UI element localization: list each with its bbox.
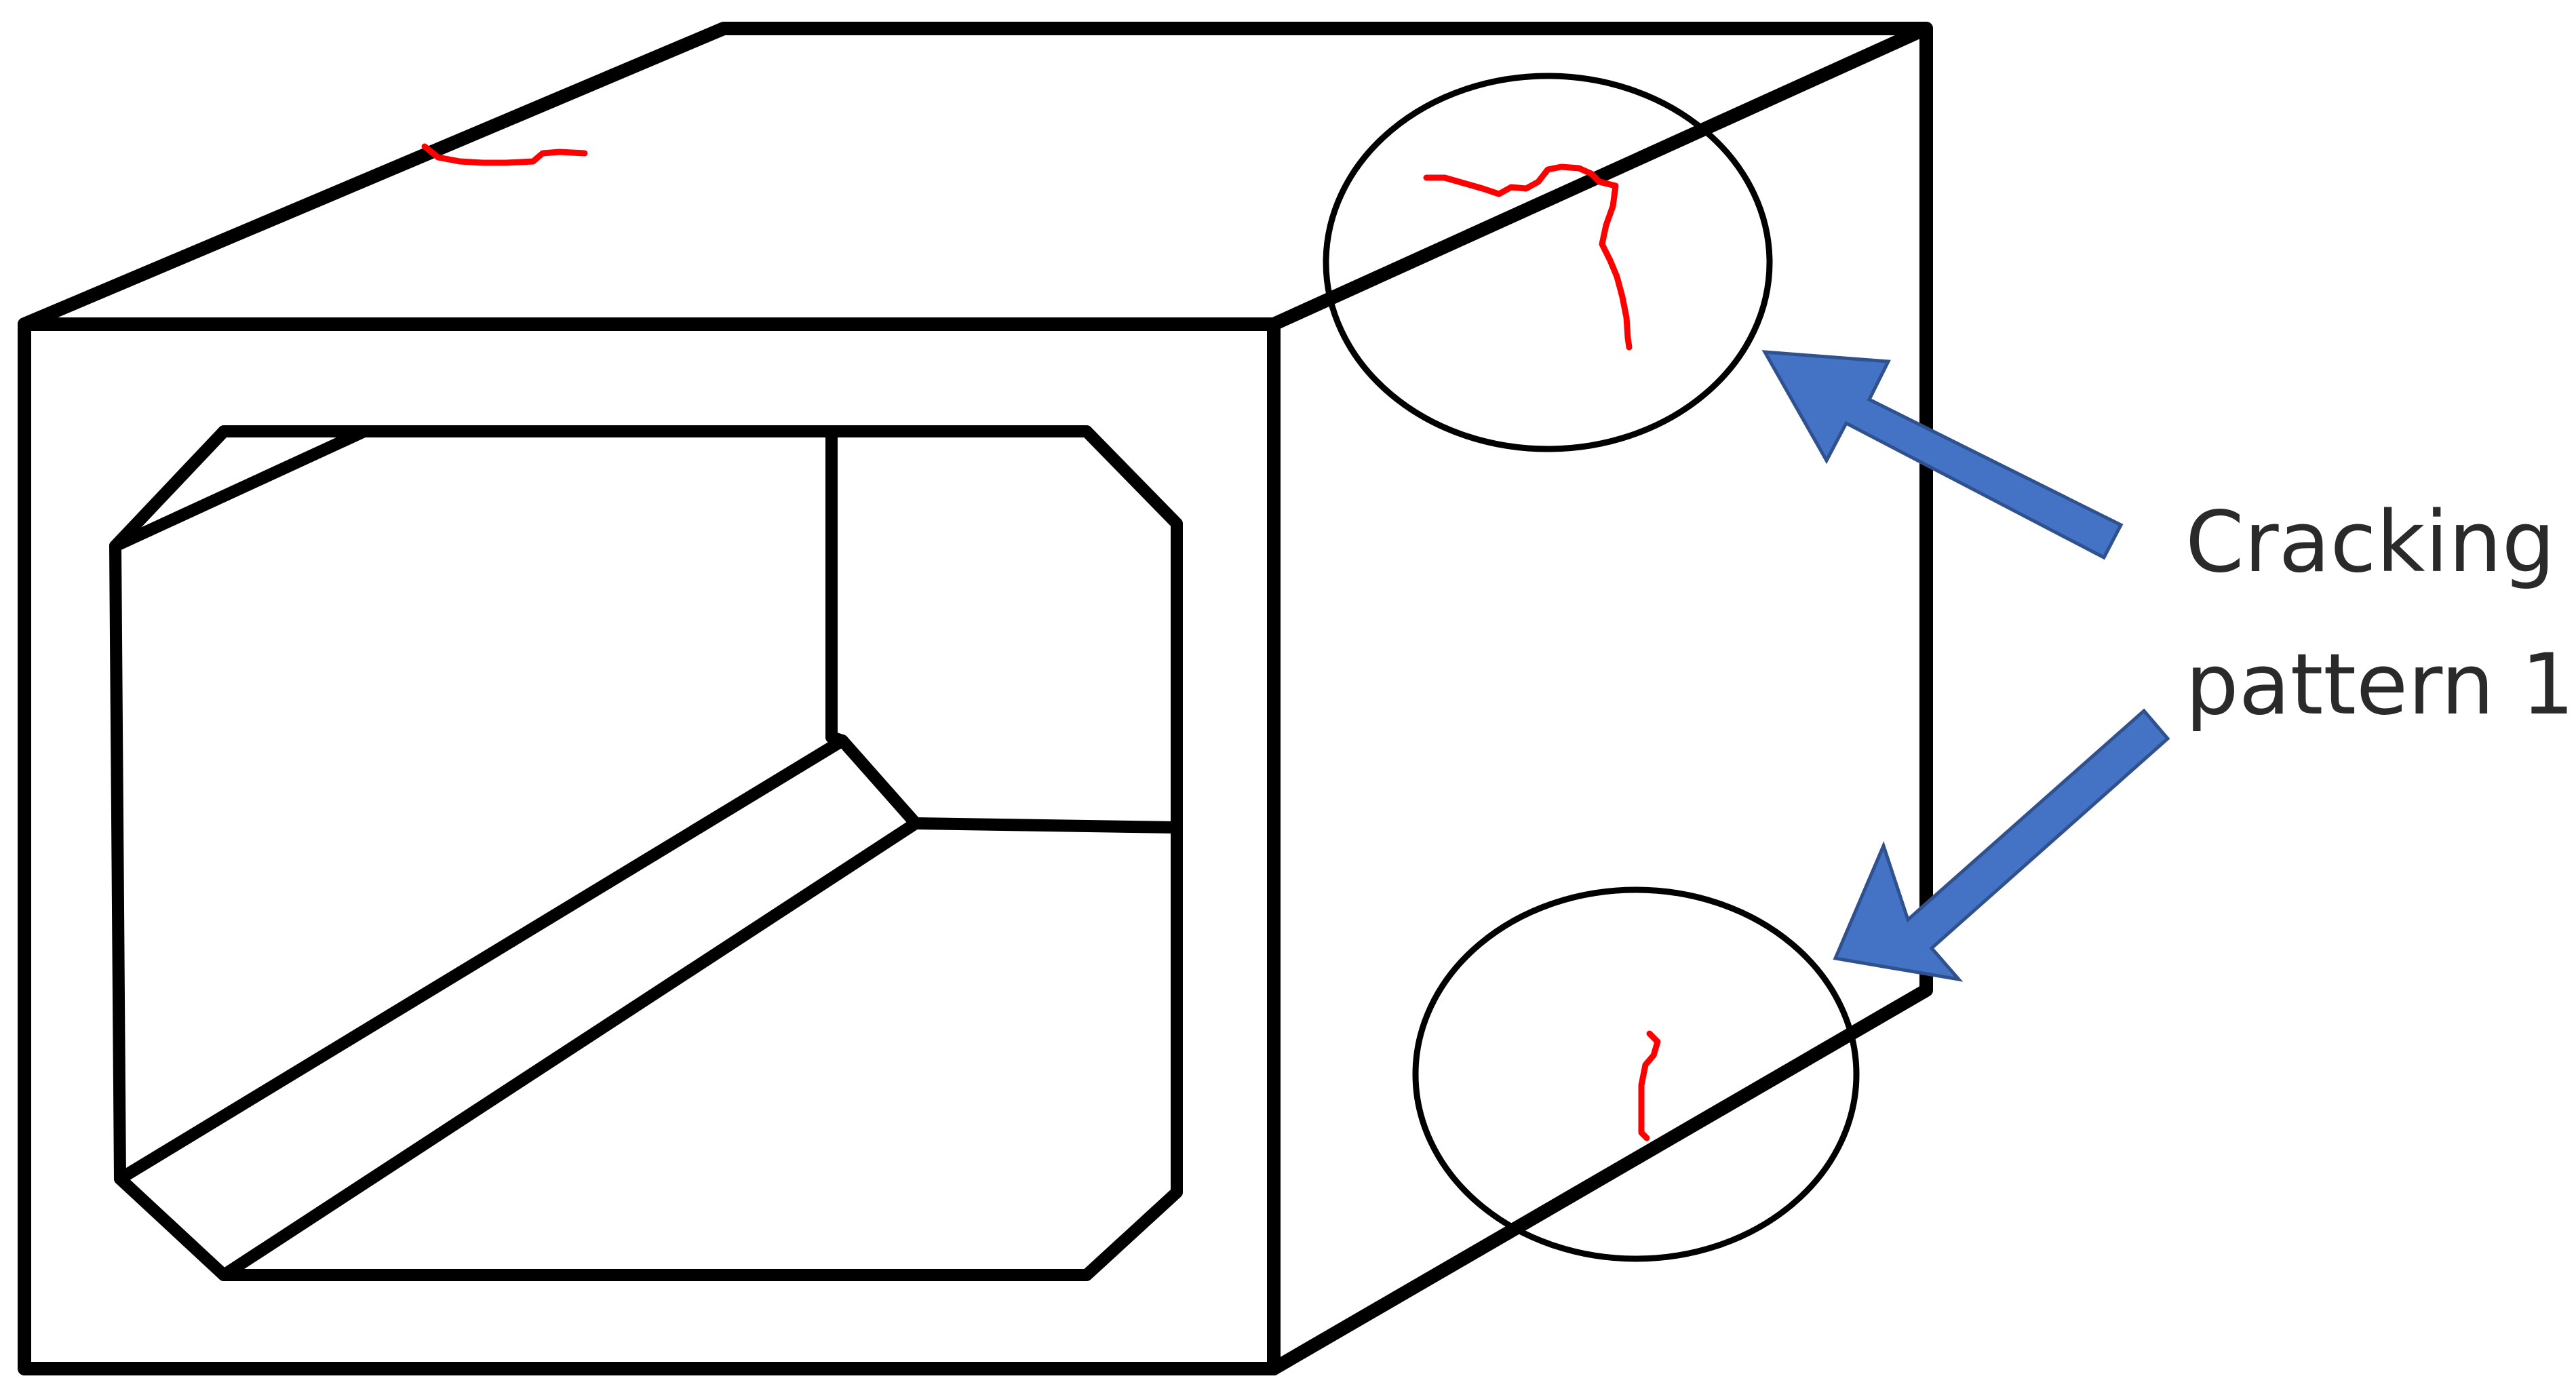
inner-floor-front-edge bbox=[218, 817, 922, 1281]
interior-opening bbox=[109, 425, 1183, 1281]
box-outline bbox=[18, 22, 1933, 1375]
inner-top-haunch-edge bbox=[109, 425, 370, 552]
highlight-circles bbox=[1323, 73, 1860, 1262]
pointer-arrows bbox=[1761, 350, 2170, 982]
lower-crack-circle bbox=[1412, 886, 1860, 1262]
upper-side-crack bbox=[1423, 163, 1633, 351]
upper-crack-circle bbox=[1323, 73, 1773, 452]
inner-floor-back-edge bbox=[114, 735, 848, 1185]
lower-arrow bbox=[1833, 708, 2170, 982]
top-crack bbox=[421, 143, 588, 166]
upper-arrow bbox=[1761, 350, 2124, 560]
annotation-label-line-2: pattern 1 bbox=[2185, 636, 2575, 734]
inner-back-haunch bbox=[825, 731, 1183, 834]
side-face-edges bbox=[1267, 22, 1933, 1375]
annotation-label-line-1: Cracking bbox=[2185, 494, 2556, 591]
inner-opening-outline bbox=[109, 425, 1183, 1281]
top-face-edges bbox=[18, 22, 1933, 331]
front-face bbox=[18, 317, 1281, 1375]
cracks bbox=[421, 143, 1661, 1141]
lower-side-crack bbox=[1638, 1030, 1661, 1141]
